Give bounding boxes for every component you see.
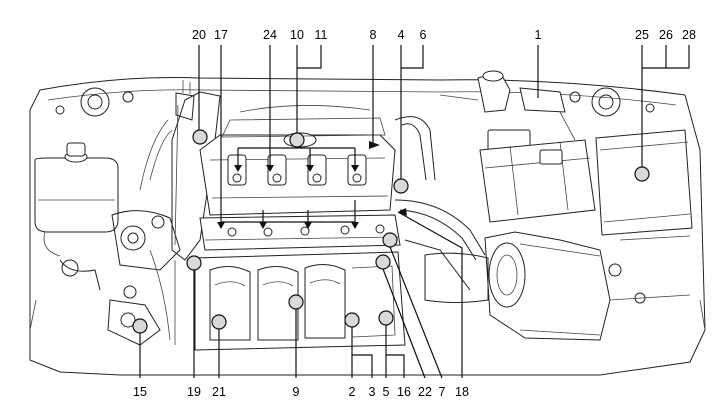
callout-15: 15	[133, 385, 147, 399]
left-strut-mount	[55, 87, 134, 117]
callout-20: 20	[192, 28, 206, 42]
callout-21: 21	[212, 385, 226, 399]
brake-reservoir	[439, 70, 576, 155]
air-intake-duct	[424, 231, 611, 341]
intake-manifold	[199, 214, 401, 251]
callout-16: 16	[397, 385, 411, 399]
fuse-box	[595, 129, 693, 236]
callout-3: 3	[369, 385, 376, 399]
callout-28: 28	[682, 28, 696, 42]
right-lower-parts	[608, 235, 691, 304]
cylinder-head-cover	[199, 105, 396, 216]
callout-2: 2	[349, 385, 356, 399]
marker-20	[192, 129, 208, 145]
marker-21	[211, 314, 227, 330]
callout-1: 1	[535, 28, 542, 42]
left-lower-assembly	[59, 210, 181, 346]
callout-26: 26	[659, 28, 673, 42]
right-strut-mount	[569, 87, 655, 117]
callout-17: 17	[214, 28, 228, 42]
callout-5: 5	[383, 385, 390, 399]
callout-6: 6	[420, 28, 427, 42]
callout-4: 4	[398, 28, 405, 42]
callout-18: 18	[455, 385, 469, 399]
arrowheads	[217, 141, 407, 229]
coolant-reservoir	[34, 142, 119, 257]
callout-7: 7	[439, 385, 446, 399]
callout-25: 25	[635, 28, 649, 42]
marker-2	[344, 312, 360, 328]
leader-lines	[139, 45, 690, 379]
callout-22: 22	[418, 385, 432, 399]
hoses	[139, 116, 486, 291]
marker-19	[186, 255, 202, 271]
callout-9: 9	[293, 385, 300, 399]
marker-9	[288, 294, 304, 310]
marker-4	[393, 178, 409, 194]
marker-15	[132, 318, 148, 334]
callout-11: 11	[315, 28, 328, 42]
marker-22	[375, 254, 391, 270]
marker-10	[289, 132, 305, 148]
battery	[479, 139, 596, 223]
marker-5	[378, 310, 394, 326]
callout-8: 8	[370, 28, 377, 42]
callout-10: 10	[290, 28, 304, 42]
callout-labels: 20 17 24 10 11 8 4 6 1 25 26 28 15 19 21…	[133, 28, 696, 399]
marker-25	[634, 166, 650, 182]
callout-24: 24	[263, 28, 277, 42]
marker-7	[382, 232, 398, 248]
callout-19: 19	[187, 385, 201, 399]
